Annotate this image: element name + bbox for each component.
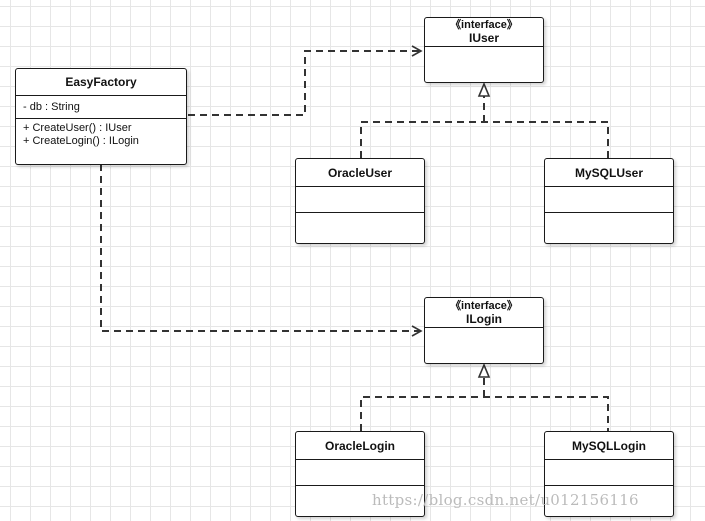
interface-header: 《interface》 ILogin bbox=[425, 298, 543, 328]
attributes-section: - db : String bbox=[16, 96, 186, 119]
class-name: MySQLUser bbox=[545, 159, 673, 187]
interface-name: IUser bbox=[468, 31, 500, 45]
class-oraclelogin[interactable]: OracleLogin bbox=[295, 431, 425, 517]
realization-arrowhead-iuser bbox=[477, 81, 491, 97]
class-easyfactory[interactable]: EasyFactory - db : String + CreateUser()… bbox=[15, 68, 187, 165]
interface-name: ILogin bbox=[466, 311, 502, 326]
realization-arrowhead-ilogin bbox=[477, 362, 491, 378]
attributes-section bbox=[545, 187, 673, 213]
dependency-arrow-iuser bbox=[188, 45, 423, 116]
attributes-section bbox=[296, 460, 424, 486]
methods-section: + CreateUser() : IUser + CreateLogin() :… bbox=[16, 119, 186, 148]
method: + CreateLogin() : ILogin bbox=[23, 135, 139, 147]
interface-iuser[interactable]: 《interface》 IUser bbox=[424, 17, 544, 83]
class-mysqllogin[interactable]: MySQLLogin bbox=[544, 431, 674, 517]
realization-line-iuser bbox=[360, 121, 609, 158]
class-name: OracleUser bbox=[296, 159, 424, 187]
interface-header: 《interface》 IUser bbox=[425, 18, 543, 47]
class-oracleuser[interactable]: OracleUser bbox=[295, 158, 425, 244]
class-name: OracleLogin bbox=[296, 432, 424, 460]
attribute: - db : String bbox=[23, 101, 80, 113]
class-name: MySQLLogin bbox=[545, 432, 673, 460]
stereotype-label: 《interface》 bbox=[450, 299, 518, 312]
method: + CreateUser() : IUser bbox=[23, 122, 132, 134]
watermark-text: https://blog.csdn.net/u012156116 bbox=[372, 491, 639, 509]
class-mysqluser[interactable]: MySQLUser bbox=[544, 158, 674, 244]
attributes-section bbox=[296, 187, 424, 213]
interface-ilogin[interactable]: 《interface》 ILogin bbox=[424, 297, 544, 364]
attributes-section bbox=[545, 460, 673, 486]
realization-line-ilogin bbox=[360, 396, 609, 431]
stereotype-label: 《interface》 bbox=[450, 19, 518, 31]
class-name: EasyFactory bbox=[16, 69, 186, 96]
